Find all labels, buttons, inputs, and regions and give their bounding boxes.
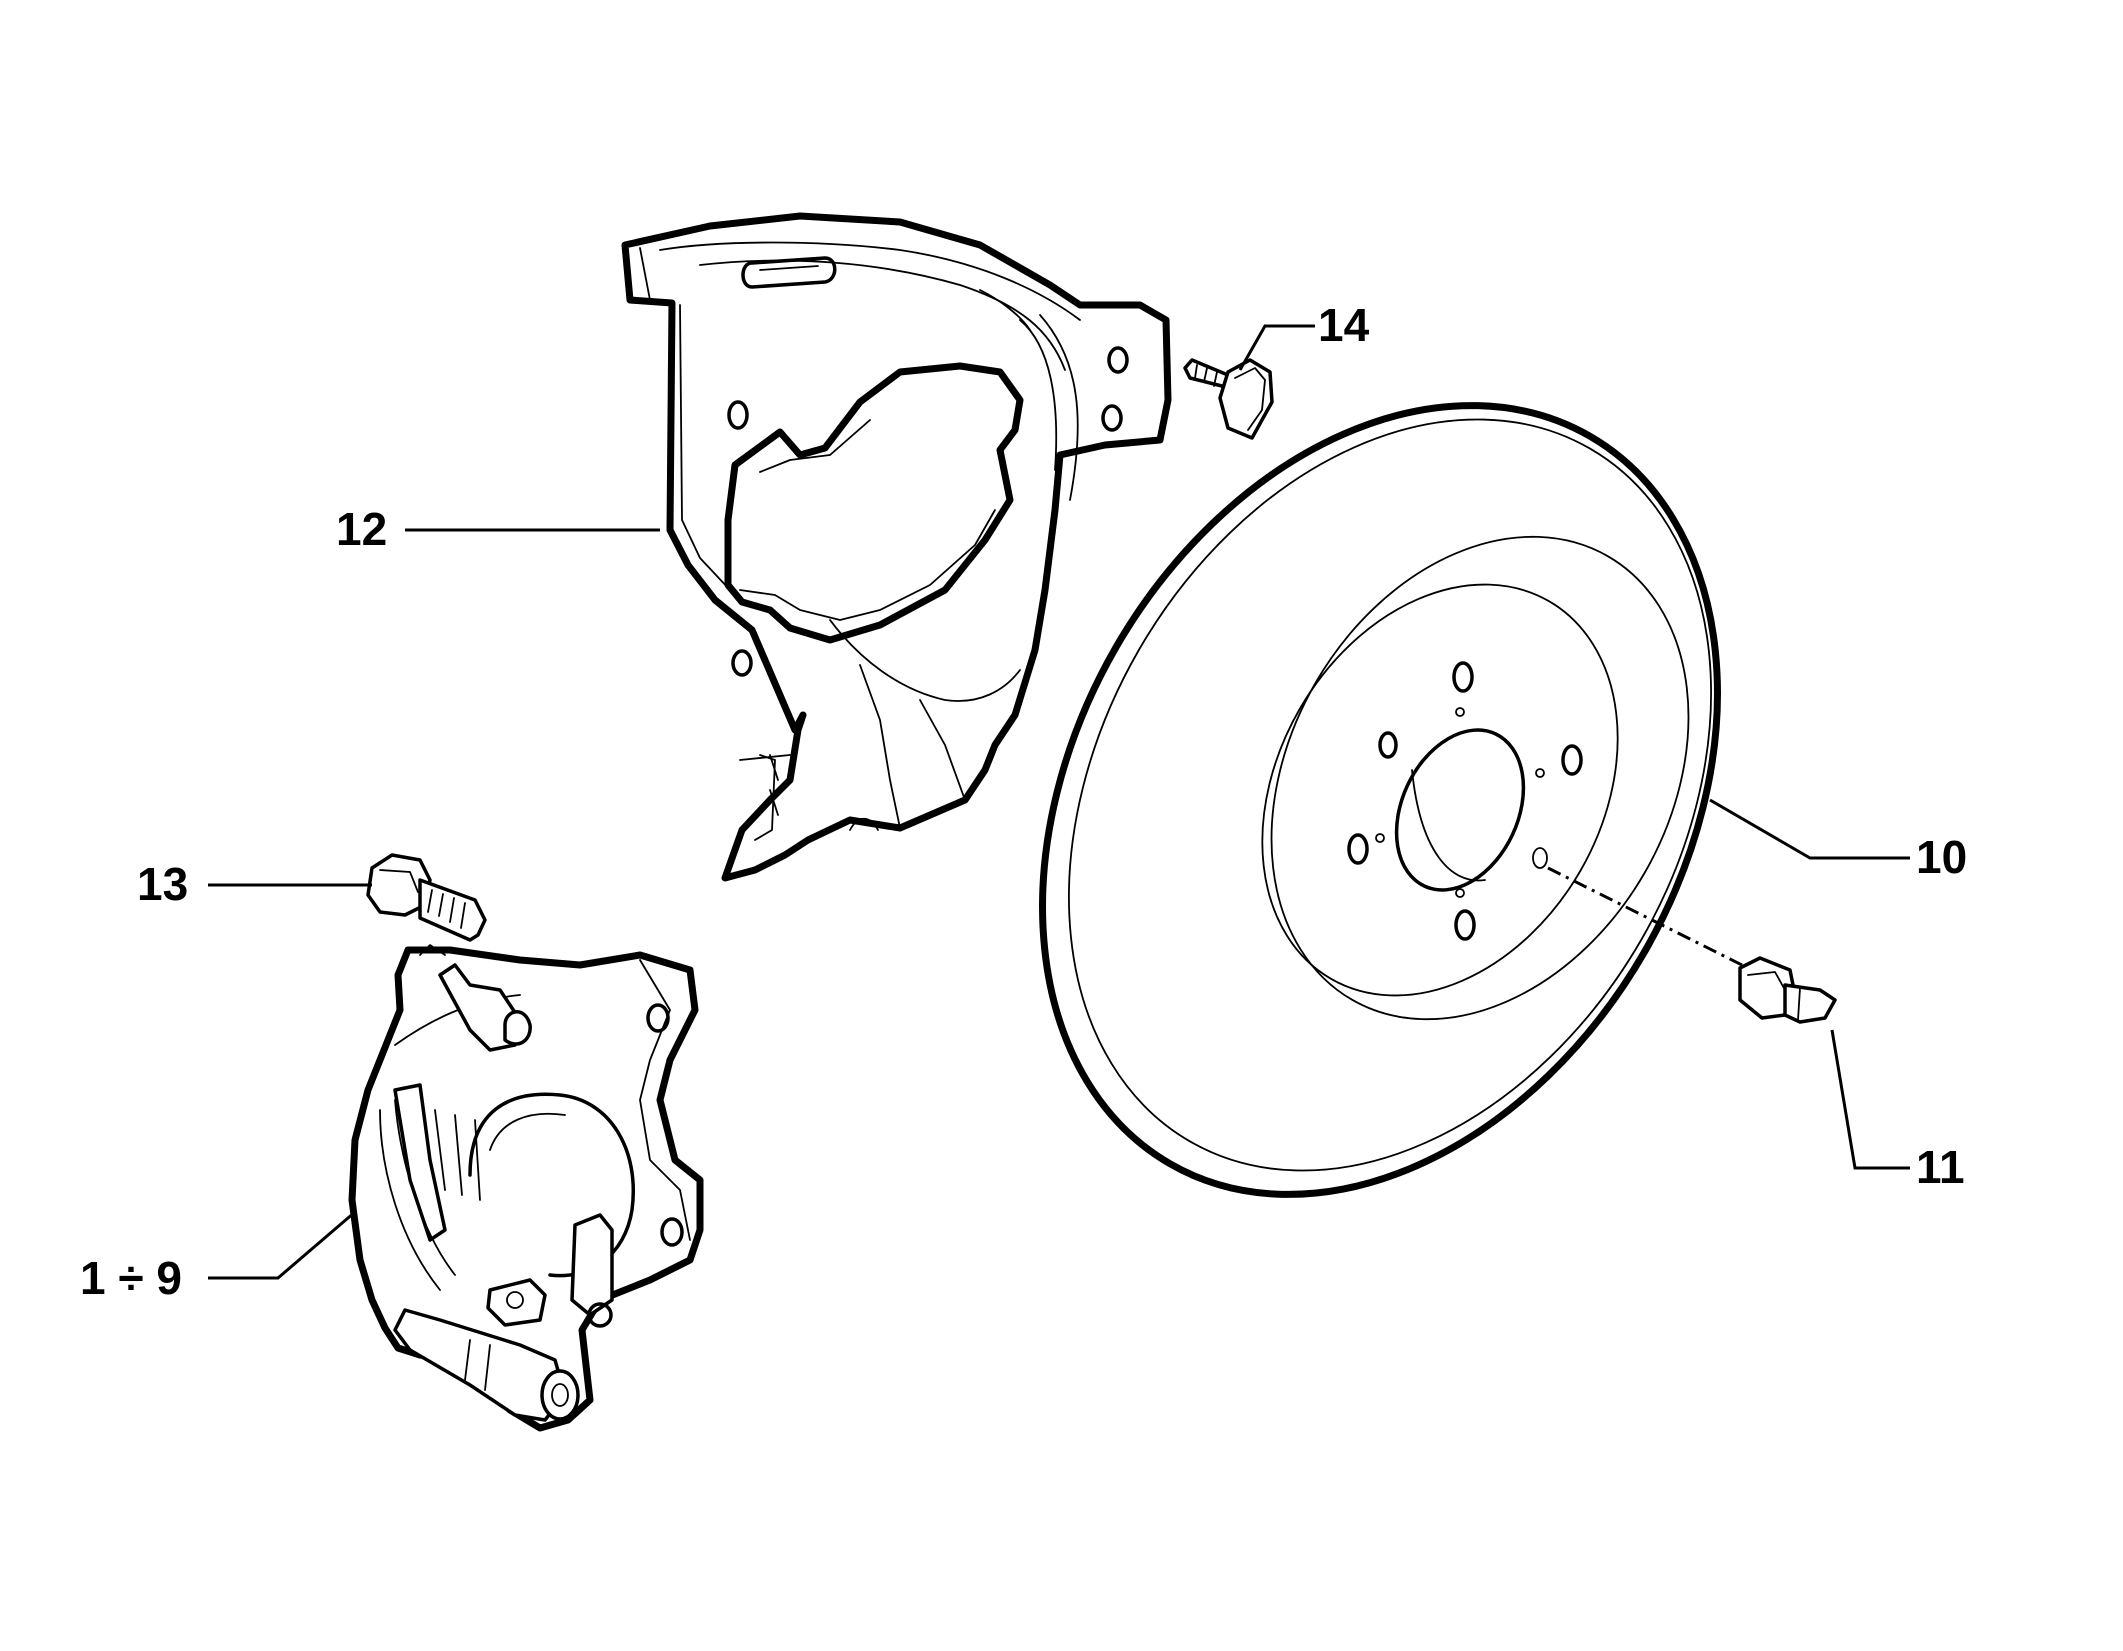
caliper-parts-1-9 <box>348 944 704 1432</box>
leader-14 <box>1238 324 1315 371</box>
part-label-10: 10 <box>1916 831 1967 883</box>
brake-disc-part-10 <box>1039 402 1749 1198</box>
part-label-14: 14 <box>1318 299 1370 351</box>
leader-10 <box>1709 798 1910 860</box>
part-label-13: 13 <box>137 858 188 910</box>
leader-1-9 <box>208 1210 356 1280</box>
part-label-11: 11 <box>1916 1141 1965 1193</box>
bolt-part-13 <box>366 853 487 942</box>
screw-part-11 <box>1738 956 1837 1024</box>
part-label-12: 12 <box>336 503 387 555</box>
bolt-part-14 <box>1183 358 1274 440</box>
dust-shield-part-12 <box>621 212 1172 882</box>
part-label-1-9: 1 ÷ 9 <box>80 1252 182 1304</box>
leader-lines <box>208 324 1910 1280</box>
leader-11 <box>1830 1029 1910 1170</box>
